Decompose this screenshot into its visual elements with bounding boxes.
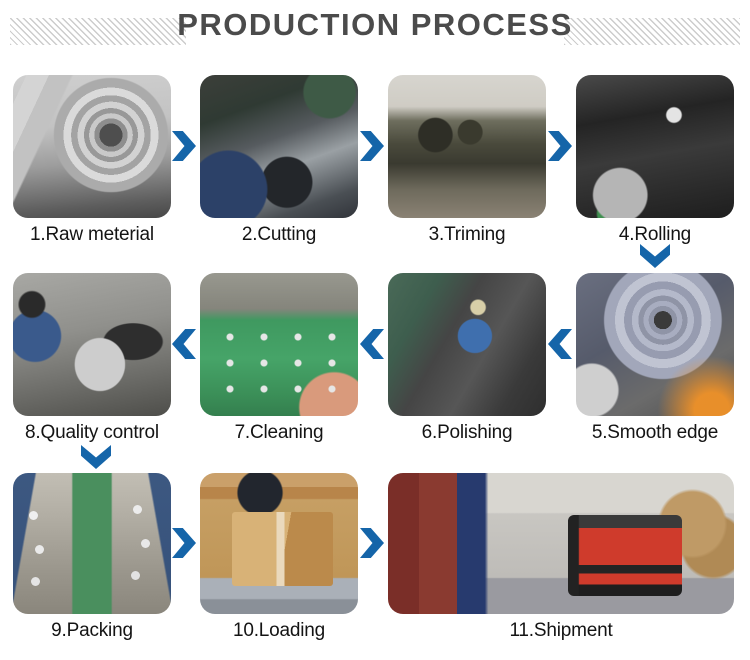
photo-polishing bbox=[388, 273, 546, 416]
arrow-left-icon bbox=[172, 329, 196, 359]
photo-triming bbox=[388, 75, 546, 218]
arrow-right-icon bbox=[360, 528, 384, 558]
step-label-loading: 10.Loading bbox=[232, 620, 326, 641]
step-label-cleaning: 7.Cleaning bbox=[234, 422, 324, 443]
step-label-smooth-edge: 5.Smooth edge bbox=[591, 422, 719, 443]
hatch-bar-right bbox=[564, 18, 740, 45]
step-label-raw-material: 1.Raw meterial bbox=[30, 224, 154, 245]
step-label-cutting: 2.Cutting bbox=[241, 224, 317, 245]
photo-rolling bbox=[576, 75, 734, 218]
photo-loading bbox=[200, 473, 358, 614]
step-label-polishing: 6.Polishing bbox=[421, 422, 513, 443]
page-title: PRODUCTION PROCESS bbox=[177, 7, 573, 42]
step-label-packing: 9.Packing bbox=[51, 620, 133, 641]
photo-shipment bbox=[388, 473, 734, 614]
arrow-left-icon bbox=[548, 329, 572, 359]
step-label-shipment: 11.Shipment bbox=[509, 620, 613, 641]
photo-quality-control bbox=[13, 273, 171, 416]
arrow-right-icon bbox=[172, 528, 196, 558]
photo-cutting bbox=[200, 75, 358, 218]
photo-raw-material bbox=[13, 75, 171, 218]
arrow-left-icon bbox=[360, 329, 384, 359]
step-label-quality-control: 8.Quality control bbox=[25, 422, 159, 443]
photo-smooth-edge bbox=[576, 273, 734, 416]
arrow-down-icon bbox=[81, 445, 111, 469]
arrow-down-icon bbox=[640, 244, 670, 268]
arrow-right-icon bbox=[360, 131, 384, 161]
step-label-rolling: 4.Rolling bbox=[618, 224, 692, 245]
photo-packing bbox=[13, 473, 171, 614]
arrow-right-icon bbox=[548, 131, 572, 161]
photo-cleaning bbox=[200, 273, 358, 416]
step-label-triming: 3.Triming bbox=[428, 224, 506, 245]
hatch-bar-left bbox=[10, 18, 186, 45]
arrow-right-icon bbox=[172, 131, 196, 161]
